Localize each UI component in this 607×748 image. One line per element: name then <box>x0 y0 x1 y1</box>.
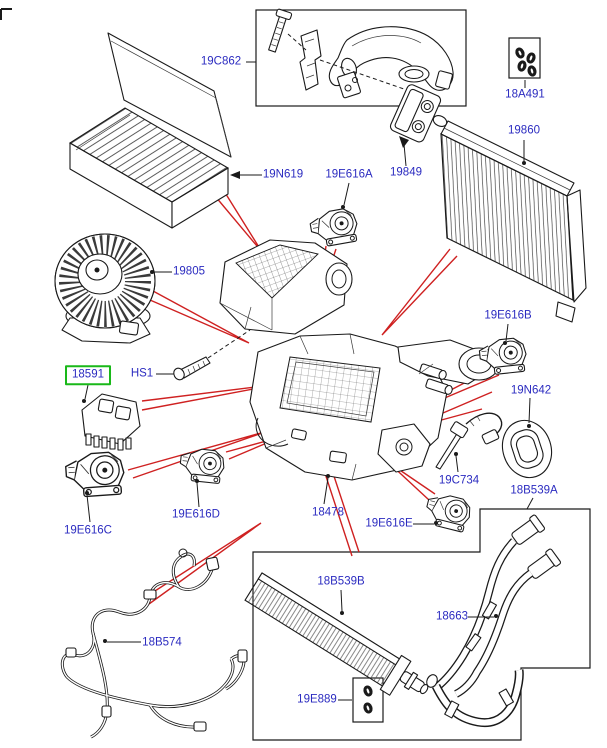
part-blower-resistor-illustration <box>81 393 141 451</box>
part-label-19e889[interactable]: 19E889 <box>297 693 337 706</box>
part-actuator-19e616e-illustration <box>422 490 474 534</box>
part-filter-lid-illustration <box>107 32 232 158</box>
assembly-axis-line <box>287 33 405 90</box>
box-heater-core-and-pipes <box>252 508 591 741</box>
part-label-18663[interactable]: 18663 <box>436 610 468 623</box>
part-air-duct-illustration <box>328 26 454 99</box>
part-label-18b539b[interactable]: 18B539B <box>317 575 365 588</box>
part-actuator-19e616c-illustration <box>64 450 126 499</box>
part-mounting-bracket-illustration <box>299 29 322 91</box>
part-label-19849[interactable]: 19849 <box>390 166 422 179</box>
part-screw-hs1-illustration <box>173 329 251 381</box>
part-heater-hose-illustration <box>426 669 524 728</box>
part-actuator-19e616d-illustration <box>178 446 227 485</box>
part-label-19805[interactable]: 19805 <box>173 265 205 278</box>
grouping-boxes <box>252 9 591 741</box>
part-heater-pipes-illustration <box>433 514 561 698</box>
part-label-19e616b[interactable]: 19E616B <box>484 309 532 322</box>
part-expansion-valve-illustration <box>389 65 442 143</box>
part-label-19n619[interactable]: 19N619 <box>262 168 304 181</box>
part-label-18591-highlighted[interactable]: 18591 <box>65 365 111 385</box>
box-19c862 <box>255 9 467 107</box>
part-label-19c734[interactable]: 19C734 <box>438 474 480 487</box>
part-label-19n642[interactable]: 19N642 <box>510 384 552 397</box>
part-grommet-pair-illustration <box>361 683 375 716</box>
part-duct-seal-illustration <box>501 419 553 479</box>
part-label-hs1[interactable]: HS1 <box>130 367 154 380</box>
part-evaporator-illustration <box>432 115 587 323</box>
part-duct-screw-illustration <box>268 8 293 53</box>
part-hvac-main-housing-illustration <box>249 333 500 481</box>
part-label-19e616c[interactable]: 19E616C <box>64 524 112 537</box>
page-corner-mark <box>0 8 12 20</box>
part-cabin-filter-illustration <box>68 107 230 229</box>
part-label-18b539a[interactable]: 18B539A <box>510 484 558 497</box>
box-19e889 <box>352 677 384 723</box>
part-label-19e616d[interactable]: 19E616D <box>172 508 220 521</box>
part-temperature-sensor-illustration <box>435 412 503 470</box>
part-label-19860[interactable]: 19860 <box>508 124 540 137</box>
part-wiring-harness-illustration <box>60 548 248 739</box>
part-label-19c862[interactable]: 19C862 <box>200 55 242 68</box>
black-callout-lines <box>82 61 534 701</box>
box-18a491 <box>508 37 541 79</box>
part-heater-core-illustration <box>244 572 429 696</box>
part-blower-motor-illustration <box>54 233 156 344</box>
part-actuator-19e616a-illustration <box>308 206 361 249</box>
part-label-18478[interactable]: 18478 <box>312 506 344 519</box>
part-label-18b574[interactable]: 18B574 <box>142 636 182 649</box>
part-grommet-set-illustration <box>513 45 538 78</box>
part-label-18a491[interactable]: 18A491 <box>505 88 545 101</box>
part-hvac-intake-housing-illustration <box>219 239 353 335</box>
part-label-19e616e[interactable]: 19E616E <box>365 517 413 530</box>
part-label-19e616a[interactable]: 19E616A <box>325 168 373 181</box>
